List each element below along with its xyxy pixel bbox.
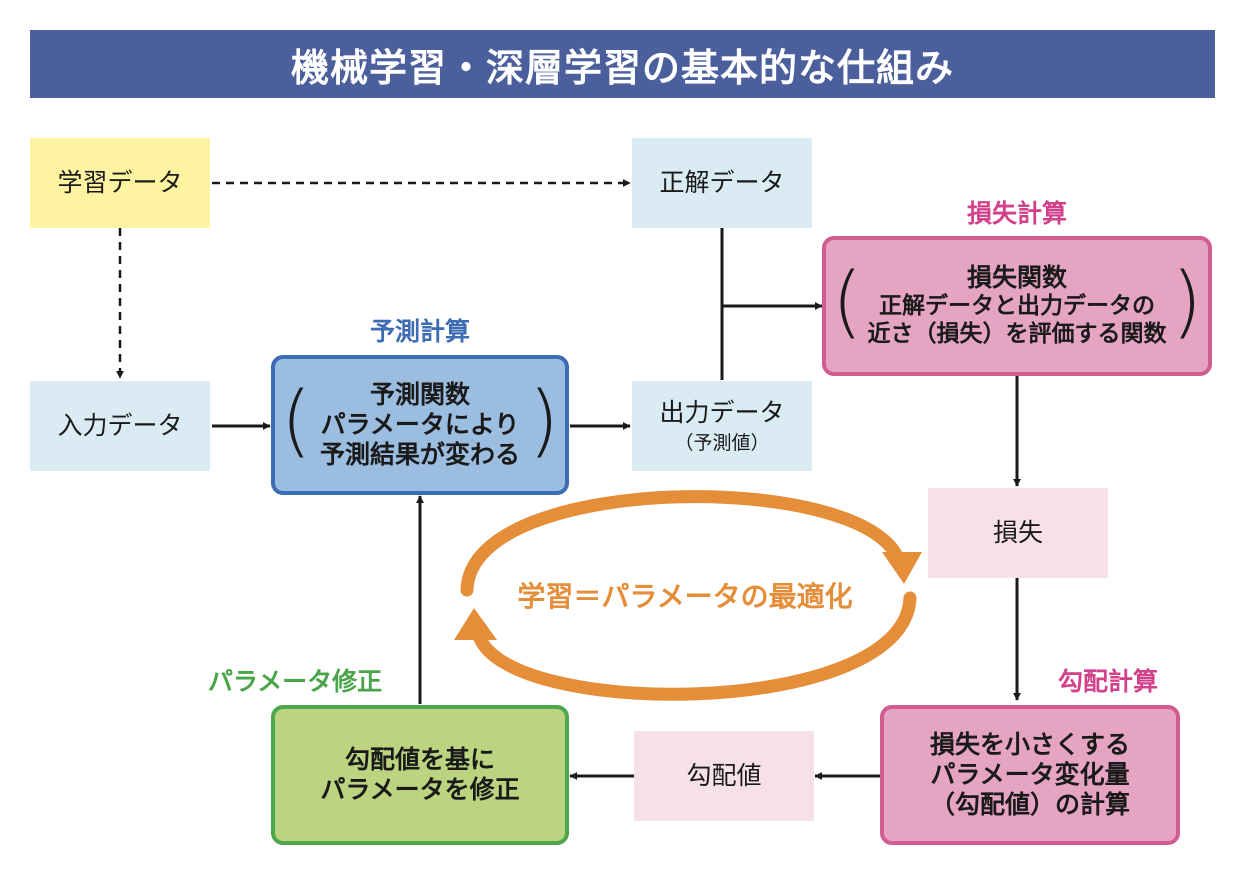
loss-function-line-3: 近さ（損失）を評価する関数 <box>867 321 1167 347</box>
training-data-box: 学習データ <box>30 138 210 228</box>
param-update-box: 勾配値を基に パラメータを修正 <box>271 705 569 845</box>
gradient-calc-line-1: 損失を小さくする <box>929 730 1130 759</box>
cycle-label: 学習＝パラメータの最適化 <box>517 580 853 613</box>
output-data-sublabel: （予測値） <box>674 431 770 454</box>
prediction-function-box: ( ) 予測関数 パラメータにより 予測結果が変わる <box>271 355 569 495</box>
cycle-arrow-top <box>460 490 907 597</box>
input-data-label: 入力データ <box>57 411 183 440</box>
loss-box: 損失 <box>928 488 1108 578</box>
right-paren-icon: ) <box>1171 257 1202 348</box>
correct-data-label: 正解データ <box>659 168 785 197</box>
training-data-label: 学習データ <box>57 168 183 197</box>
gradient-value-box: 勾配値 <box>634 731 814 821</box>
cycle-arrowhead-top <box>882 552 922 584</box>
loss-function-box: ( ) 損失関数 正解データと出力データの 近さ（損失）を評価する関数 <box>822 236 1212 376</box>
loss-function-line-1: 損失関数 <box>966 263 1067 293</box>
loss-calc-section-label: 損失計算 <box>966 199 1067 228</box>
prediction-line-3: 予測結果が変わる <box>319 440 520 469</box>
cycle-arrowhead-bottom <box>454 608 497 640</box>
left-paren-icon: ( <box>832 257 863 348</box>
output-data-box: 出力データ （予測値） <box>632 381 812 471</box>
gradient-value-label: 勾配値 <box>686 761 762 790</box>
gradient-calc-line-2: パラメータ変化量 <box>930 760 1130 789</box>
page-title: 機械学習・深層学習の基本的な仕組み <box>290 45 954 90</box>
correct-data-box: 正解データ <box>632 138 812 228</box>
gradient-calc-box: 損失を小さくする パラメータ変化量 （勾配値）の計算 <box>880 705 1180 845</box>
loss-label: 損失 <box>992 518 1043 547</box>
cycle-arrow-bottom <box>471 591 917 701</box>
right-paren-icon: ) <box>528 376 559 467</box>
prediction-line-2: パラメータにより <box>320 410 520 439</box>
param-update-section-label: パラメータ修正 <box>207 667 383 696</box>
gradient-calc-section-label: 勾配計算 <box>1057 667 1158 696</box>
left-paren-icon: ( <box>281 376 312 467</box>
prediction-section-label: 予測計算 <box>369 317 470 346</box>
prediction-line-1: 予測関数 <box>369 380 470 409</box>
title-bar: 機械学習・深層学習の基本的な仕組み <box>30 30 1215 98</box>
param-update-line-1: 勾配値を基に <box>344 745 495 774</box>
gradient-calc-line-3: （勾配値）の計算 <box>929 790 1130 819</box>
input-data-box: 入力データ <box>30 381 210 471</box>
output-data-label: 出力データ <box>659 397 785 427</box>
loss-function-line-2: 正解データと出力データの <box>879 293 1155 320</box>
param-update-line-2: パラメータを修正 <box>320 775 520 804</box>
